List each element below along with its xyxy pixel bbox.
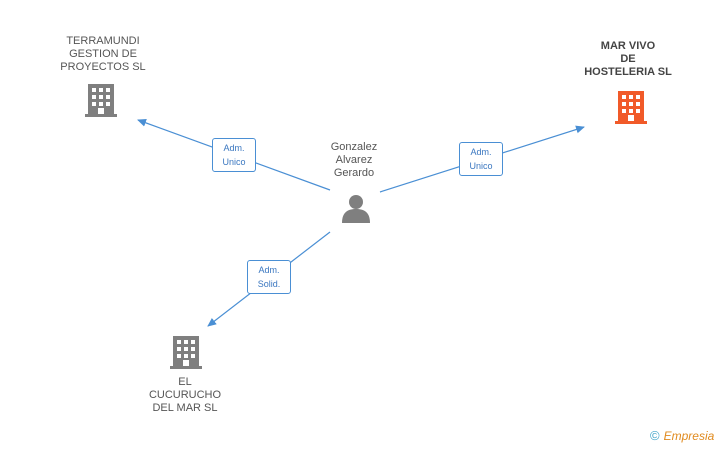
label-line: DEL MAR SL <box>152 402 218 414</box>
label-line: TERRAMUNDI <box>66 35 140 47</box>
node-label-cucurucho[interactable]: EL CUCURUCHO DEL MAR SL <box>130 376 240 415</box>
building-icon[interactable] <box>170 336 202 369</box>
brand-footer[interactable]: ©Empresia <box>650 428 714 443</box>
edge-label-line: Solid. <box>257 279 281 289</box>
edge-label-marvivo: Adm. Unico <box>459 142 503 176</box>
edge-label-line: Unico <box>469 161 493 171</box>
label-line: Gerardo <box>333 167 375 179</box>
label-line: Alvarez <box>335 154 373 166</box>
label-line: MAR VIVO <box>600 40 656 52</box>
label-line: GESTION DE <box>69 48 137 60</box>
edge-label-line: Adm. <box>470 147 492 157</box>
edge-label-line: Adm. <box>223 143 245 153</box>
brand-name: Empresia <box>663 429 715 443</box>
label-line: Gonzalez <box>330 141 378 153</box>
edge-label-cucurucho: Adm. Solid. <box>247 260 291 294</box>
label-line: CUCURUCHO <box>148 389 222 401</box>
node-label-terramundi[interactable]: TERRAMUNDI GESTION DE PROYECTOS SL <box>48 35 158 74</box>
node-label-marvivo[interactable]: MAR VIVO DE HOSTELERIA SL <box>573 40 683 79</box>
label-line: HOSTELERIA SL <box>584 66 672 78</box>
edge-label-line: Adm. <box>258 265 280 275</box>
label-line: EL <box>178 376 192 388</box>
label-line: PROYECTOS SL <box>60 61 146 73</box>
building-icon[interactable] <box>85 84 117 117</box>
building-icon-main[interactable] <box>615 91 647 124</box>
node-label-person[interactable]: Gonzalez Alvarez Gerardo <box>304 141 404 180</box>
edge-label-terramundi: Adm. Unico <box>212 138 256 172</box>
person-icon[interactable] <box>342 195 370 223</box>
edge-label-line: Unico <box>222 157 246 167</box>
label-line: DE <box>620 53 636 65</box>
copyright-icon: © <box>650 428 660 443</box>
